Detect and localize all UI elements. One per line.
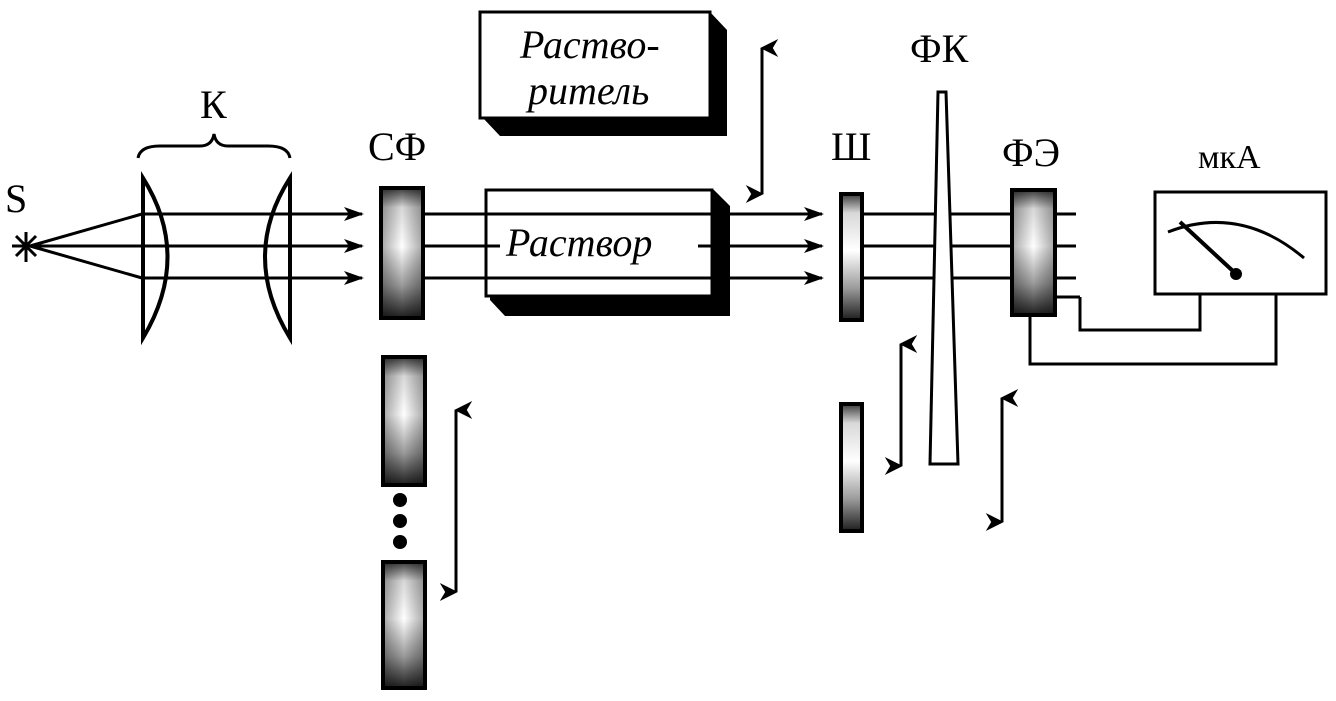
filter-dot-2 <box>393 514 407 528</box>
beams-filter-to-cuvette <box>423 212 487 280</box>
beams-to-filter <box>143 207 364 285</box>
condenser: К <box>136 82 292 346</box>
filter-dot-1 <box>393 493 407 507</box>
meter-body <box>1153 190 1328 296</box>
light-source: S <box>5 176 143 280</box>
solvent-cuvette: Раство- ритель <box>478 10 779 203</box>
condenser-brace <box>136 133 292 159</box>
slit-upper-plate <box>839 192 864 322</box>
solution-label: Раствор <box>505 220 652 265</box>
source-ray-bottom <box>29 244 143 280</box>
wire-inner <box>1078 294 1202 332</box>
filter-label: СФ <box>368 124 426 169</box>
condenser-label: К <box>200 82 227 127</box>
condenser-lens-right <box>263 171 292 346</box>
source-ray-top <box>29 212 143 248</box>
source-label: S <box>5 176 27 221</box>
microammeter: мкА <box>1028 139 1328 366</box>
photocell-label: ФЭ <box>1002 130 1060 175</box>
photometric-wedge: ФК <box>910 26 1019 531</box>
solvent-label-line2: ритель <box>525 68 649 113</box>
solvent-label-line1: Раство- <box>519 22 660 67</box>
meter-needle <box>1178 220 1236 274</box>
slit-label: Ш <box>831 124 871 169</box>
light-filter: СФ <box>368 124 473 690</box>
slit: Ш <box>831 124 918 533</box>
wedge-shape <box>928 90 960 466</box>
microammeter-label: мкА <box>1198 139 1261 176</box>
condenser-lens-left <box>141 171 170 346</box>
meter-pivot <box>1230 268 1242 280</box>
wedge-label: ФК <box>910 26 969 71</box>
slit-lower-plate <box>839 402 864 533</box>
filter-dot-3 <box>393 535 407 549</box>
wire-outer <box>1028 294 1278 366</box>
solution-cuvette: Раствор <box>484 188 730 316</box>
photocell: ФЭ <box>1002 130 1080 317</box>
beams-cuvette-to-slit <box>730 207 824 285</box>
